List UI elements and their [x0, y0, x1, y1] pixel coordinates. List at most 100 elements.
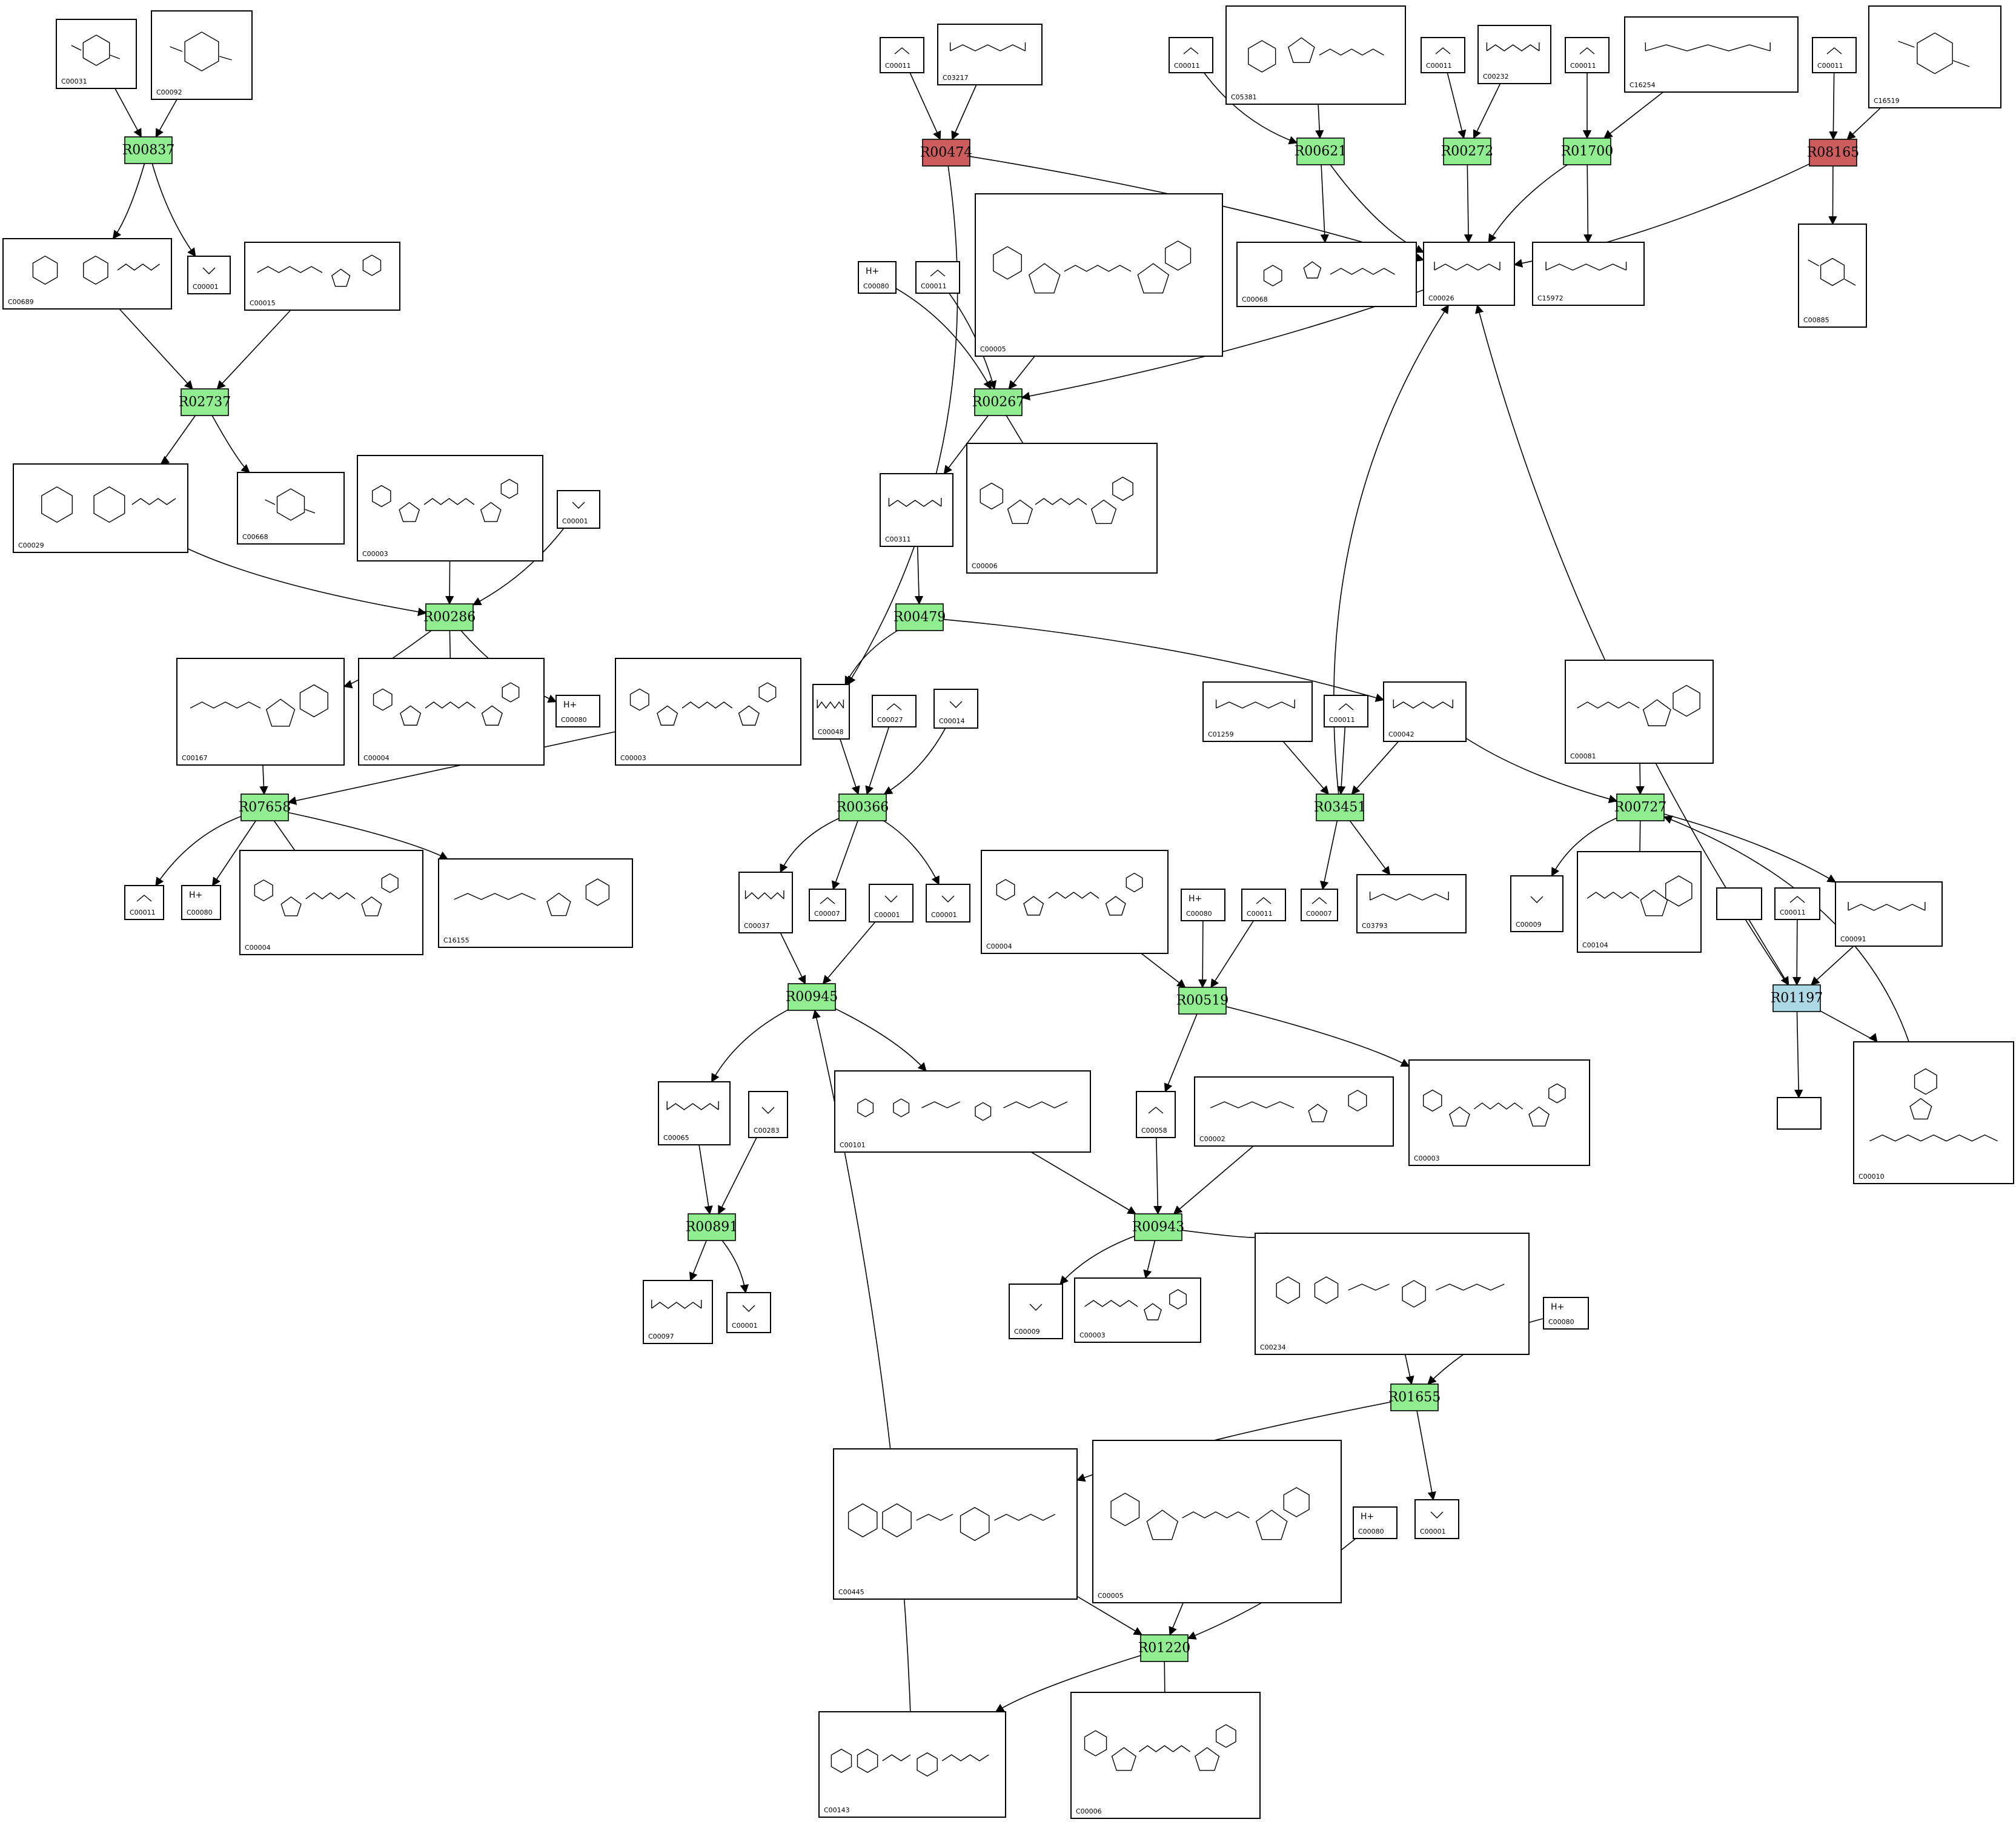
compound-node[interactable]: C16254 — [1624, 16, 1799, 93]
reaction-node[interactable]: R00621 — [1295, 137, 1347, 165]
reaction-node[interactable]: R08165 — [1807, 139, 1860, 167]
compound-node[interactable]: C00009 — [1510, 875, 1563, 932]
compound-node[interactable]: C00006 — [1070, 1692, 1261, 1819]
compound-node[interactable]: C00011 — [1421, 37, 1465, 73]
reaction-node[interactable]: R02737 — [179, 388, 231, 416]
compound-node[interactable]: C00002 — [1194, 1076, 1394, 1147]
reaction-node[interactable]: R07658 — [239, 793, 291, 821]
reaction-node[interactable]: R00837 — [122, 136, 175, 164]
compound-node[interactable]: C16155 — [438, 858, 633, 948]
reaction-box — [1772, 984, 1821, 1012]
reaction-node[interactable]: R00727 — [1614, 793, 1667, 821]
compound-node[interactable]: C00011 — [1774, 887, 1820, 920]
compound-node[interactable]: C00011 — [1565, 37, 1610, 73]
compound-node[interactable]: C00091 — [1835, 881, 1943, 947]
reaction-node[interactable]: R01700 — [1561, 137, 1614, 165]
compound-node[interactable]: C00081 — [1565, 660, 1714, 764]
compound-node[interactable]: C00011 — [124, 885, 164, 920]
compound-node[interactable]: C00003 — [615, 658, 801, 766]
compound-node[interactable]: C00011 — [880, 37, 924, 73]
compound-node[interactable]: C00026 — [1423, 242, 1515, 306]
compound-node[interactable]: C00015 — [244, 242, 400, 311]
compound-node[interactable]: C00001 — [1414, 1499, 1459, 1539]
compound-node[interactable]: C00143 — [818, 1711, 1006, 1818]
compound-node[interactable]: C00001 — [726, 1292, 771, 1333]
compound-node[interactable]: C00006 — [966, 443, 1158, 574]
compound-node[interactable]: C00005 — [1092, 1440, 1342, 1603]
compound-node[interactable]: H+C00080 — [1543, 1297, 1589, 1330]
compound-node[interactable]: C00003 — [1408, 1059, 1590, 1166]
compound-node[interactable]: C00010 — [1853, 1041, 2014, 1184]
compound-node[interactable]: C00037 — [738, 872, 793, 933]
reaction-node[interactable]: R03451 — [1314, 793, 1367, 821]
compound-node[interactable]: C00097 — [643, 1280, 713, 1344]
compound-node[interactable]: C00885 — [1798, 224, 1867, 328]
reaction-node[interactable]: R00286 — [423, 603, 476, 631]
compound-node[interactable]: C00011 — [915, 261, 960, 294]
reaction-id: R01220 — [1138, 1641, 1191, 1656]
reaction-node[interactable]: R00366 — [837, 793, 889, 821]
reaction-node[interactable]: R00943 — [1132, 1213, 1185, 1241]
compound-node[interactable]: C00011 — [1324, 695, 1368, 727]
compound-node[interactable]: C00283 — [748, 1091, 788, 1138]
compound-node[interactable]: C00003 — [357, 455, 543, 562]
compound-node[interactable]: C00234 — [1255, 1233, 1530, 1355]
compound-node[interactable]: C00004 — [981, 850, 1169, 954]
reaction-node[interactable]: R01655 — [1388, 1383, 1441, 1411]
compound-node[interactable]: C16519 — [1868, 5, 2001, 108]
compound-node[interactable]: C00092 — [151, 10, 253, 100]
compound-node[interactable]: C00001 — [926, 884, 970, 923]
compound-node[interactable]: C00104 — [1577, 851, 1702, 953]
compound-node[interactable]: C00027 — [872, 695, 917, 727]
compound-node[interactable]: C00007 — [1301, 889, 1338, 921]
compound-node[interactable]: H+C00080 — [181, 885, 221, 920]
compound-node[interactable]: H+C00080 — [1181, 889, 1225, 921]
compound-node[interactable]: C00029 — [13, 463, 188, 553]
compound-node[interactable]: C00011 — [1812, 37, 1857, 73]
compound-node[interactable]: C03793 — [1356, 874, 1467, 933]
compound-node[interactable]: H+C00080 — [555, 695, 600, 727]
compound-node[interactable]: C00001 — [187, 256, 231, 294]
compound-node[interactable]: H+C00080 — [858, 261, 897, 294]
compound-node[interactable]: C15972 — [1532, 242, 1645, 306]
compound-node[interactable]: C00031 — [56, 19, 137, 89]
compound-node[interactable]: C00445 — [833, 1448, 1078, 1600]
reaction-node[interactable]: R00474 — [920, 139, 973, 167]
compound-node[interactable]: C05381 — [1225, 5, 1406, 105]
compound-node[interactable]: C00068 — [1236, 242, 1417, 307]
compound-node[interactable]: C00048 — [812, 684, 850, 740]
compound-node[interactable]: C00058 — [1136, 1091, 1176, 1138]
compound-node[interactable]: C00004 — [358, 658, 545, 766]
compound-node[interactable]: C00011 — [1241, 889, 1286, 921]
reaction-node[interactable]: R00267 — [972, 388, 1025, 416]
compound-node[interactable]: C00011 — [1169, 37, 1213, 73]
reaction-node[interactable]: R00891 — [686, 1213, 738, 1241]
reaction-node[interactable]: R00272 — [1441, 137, 1494, 165]
compound-node[interactable]: C00042 — [1383, 681, 1467, 742]
compound-node[interactable]: C03217 — [937, 24, 1043, 85]
compound-node[interactable]: C01259 — [1202, 681, 1313, 742]
compound-node[interactable]: C00101 — [834, 1070, 1091, 1153]
compound-node[interactable]: C00001 — [869, 884, 913, 923]
reaction-node[interactable]: R01197 — [1771, 984, 1823, 1012]
compound-node[interactable]: H+C00080 — [1353, 1506, 1398, 1539]
compound-node[interactable]: C00167 — [176, 658, 345, 766]
compound-node[interactable]: C00668 — [237, 472, 345, 545]
compound-node[interactable]: C00065 — [658, 1081, 731, 1145]
compound-node[interactable] — [1777, 1097, 1822, 1130]
compound-node[interactable]: C00232 — [1477, 25, 1551, 84]
compound-node[interactable]: C00014 — [933, 689, 978, 729]
compound-node[interactable]: C00311 — [880, 473, 953, 547]
compound-node[interactable]: C00689 — [2, 238, 172, 310]
compound-node[interactable]: C00007 — [809, 889, 846, 921]
reaction-node[interactable]: R00945 — [786, 983, 838, 1011]
reaction-node[interactable]: R00479 — [894, 603, 946, 631]
compound-node[interactable]: C00004 — [239, 850, 423, 955]
compound-node[interactable]: C00005 — [975, 193, 1223, 357]
compound-node[interactable]: C00001 — [557, 490, 600, 529]
compound-node[interactable]: C00009 — [1009, 1284, 1063, 1339]
compound-node[interactable]: C00003 — [1074, 1277, 1201, 1343]
reaction-node[interactable]: R01220 — [1138, 1634, 1191, 1662]
reaction-node[interactable]: R00519 — [1176, 987, 1229, 1015]
compound-node[interactable] — [1716, 887, 1762, 920]
